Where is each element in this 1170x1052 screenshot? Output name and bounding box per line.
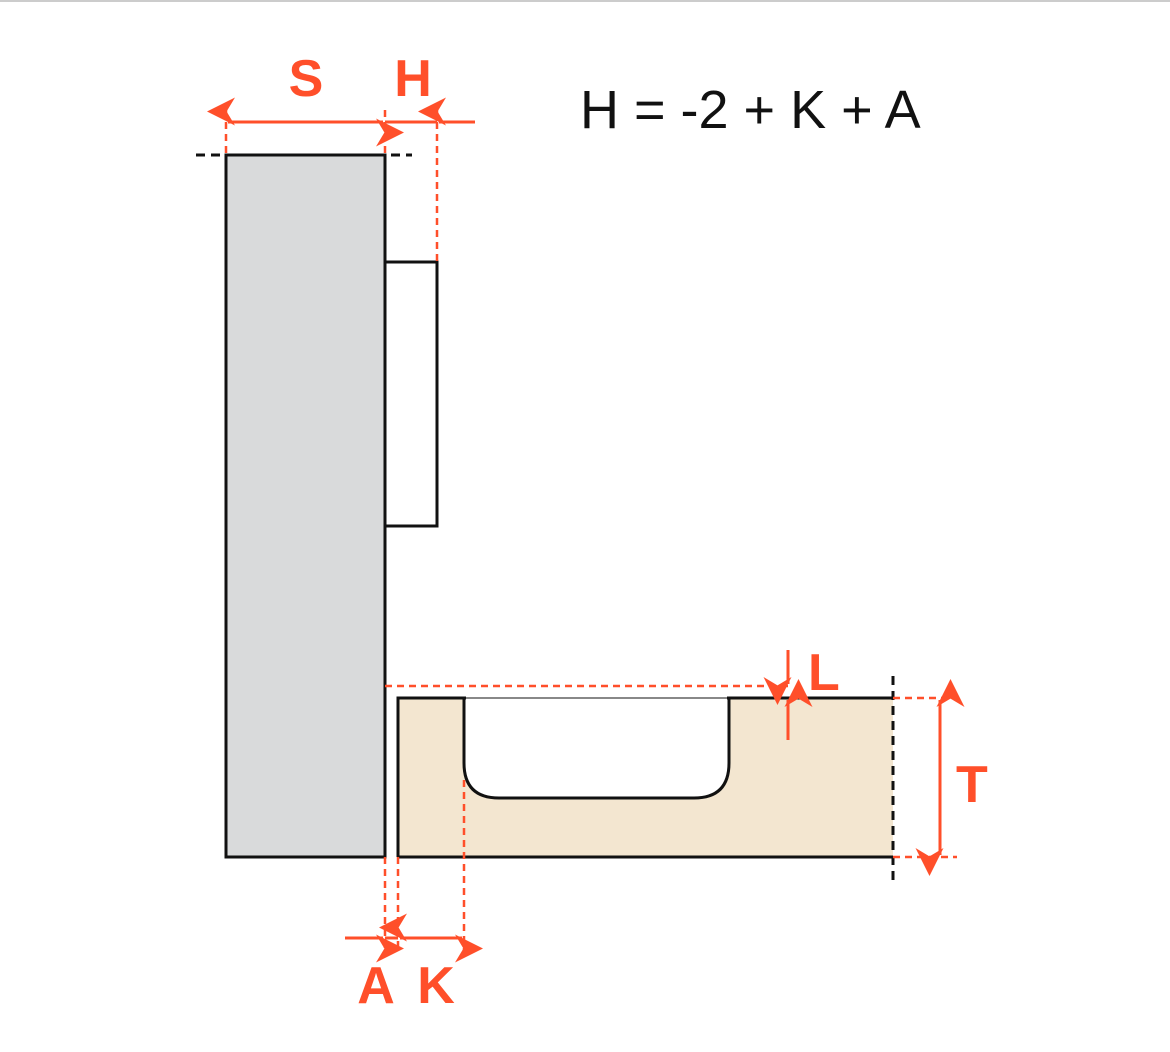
label-a: A — [357, 957, 395, 1015]
cabinet-panel — [224, 153, 387, 859]
label-t: T — [956, 756, 988, 814]
hinge-plate — [383, 260, 439, 528]
label-l: L — [808, 644, 840, 702]
label-k: K — [417, 957, 455, 1015]
label-h: H — [394, 50, 432, 108]
label-s: S — [289, 50, 324, 108]
overlay-formula: H = -2 + K + A — [580, 80, 921, 140]
hinge-cup-bore — [462, 696, 731, 800]
dimension-lines — [207, 97, 965, 963]
